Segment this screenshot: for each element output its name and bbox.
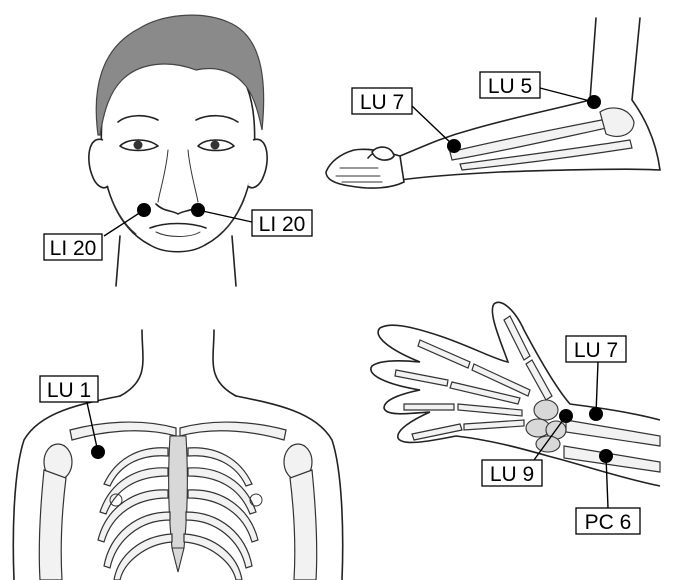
label-li20-right: LI 20 <box>259 213 306 236</box>
point-lu7-forearm: LU 7 <box>352 88 461 153</box>
face-illustration <box>89 15 267 286</box>
label-lu7-hand: LU 7 <box>574 339 618 362</box>
point-lu1-chest: LU 1 <box>40 376 105 459</box>
label-lu5-forearm: LU 5 <box>488 75 532 98</box>
label-li20-left: LI 20 <box>50 237 97 260</box>
label-lu7-forearm: LU 7 <box>360 91 404 114</box>
hand-illustration <box>371 302 660 486</box>
label-lu1-chest: LU 1 <box>47 379 91 402</box>
label-pc6-hand: PC 6 <box>585 511 632 534</box>
point-lu5-forearm: LU 5 <box>480 72 601 109</box>
label-lu9-hand: LU 9 <box>490 463 534 486</box>
chest-illustration <box>13 330 342 580</box>
